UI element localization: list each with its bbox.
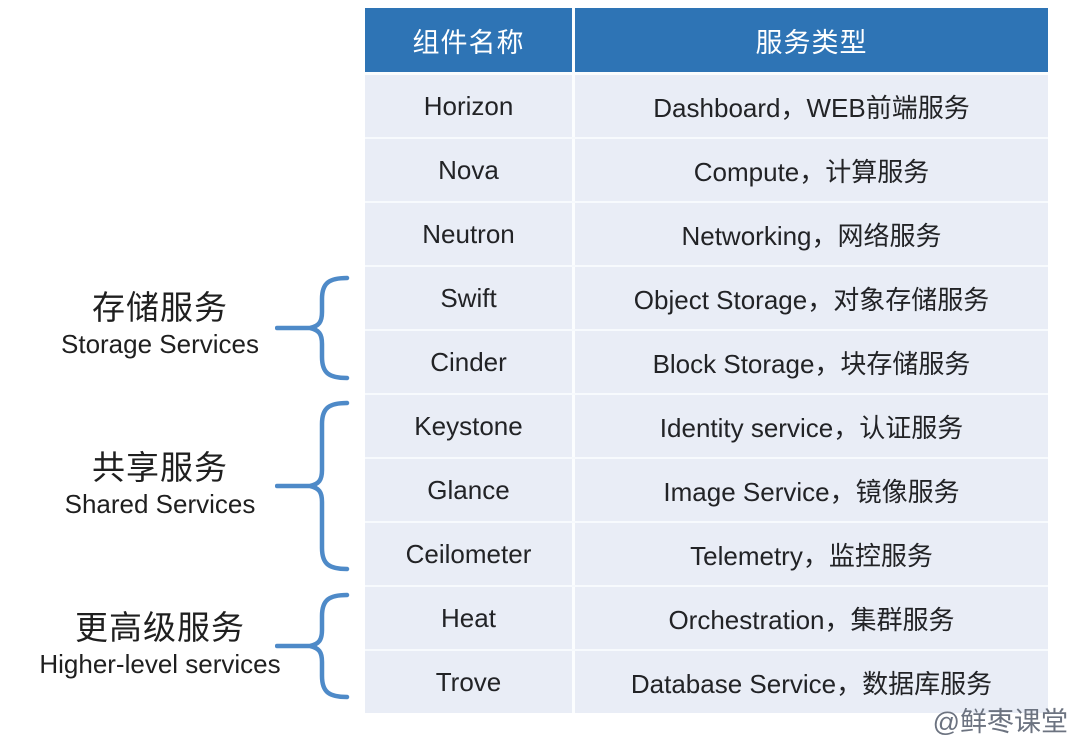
service-type: Database Service，数据库服务 bbox=[575, 651, 1048, 713]
header-component-name: 组件名称 bbox=[365, 8, 575, 72]
table-row: Neutron Networking，网络服务 bbox=[365, 203, 1048, 267]
service-type: Object Storage，对象存储服务 bbox=[575, 267, 1048, 329]
component-name: Keystone bbox=[365, 395, 575, 457]
table-row: Heat Orchestration，集群服务 bbox=[365, 587, 1048, 651]
curly-brace-storage-icon bbox=[275, 275, 350, 381]
table-row: Keystone Identity service，认证服务 bbox=[365, 395, 1048, 459]
group-subtitle: Higher-level services bbox=[39, 649, 281, 679]
openstack-services-table: 组件名称 服务类型 Horizon Dashboard，WEB前端服务 Nova… bbox=[365, 8, 1048, 713]
component-name: Ceilometer bbox=[365, 523, 575, 585]
curly-brace-shared-icon bbox=[275, 400, 350, 572]
component-name: Nova bbox=[365, 139, 575, 201]
table-row: Horizon Dashboard，WEB前端服务 bbox=[365, 75, 1048, 139]
component-name: Heat bbox=[365, 587, 575, 649]
group-subtitle: Shared Services bbox=[64, 489, 256, 519]
component-name: Swift bbox=[365, 267, 575, 329]
header-service-type: 服务类型 bbox=[575, 8, 1048, 72]
group-title: 存储服务 bbox=[92, 289, 228, 326]
group-label-higher-level: 更高级服务 Higher-level services bbox=[8, 608, 312, 680]
group-label-storage: 存储服务 Storage Services bbox=[20, 288, 300, 360]
component-name: Cinder bbox=[365, 331, 575, 393]
group-label-shared: 共享服务 Shared Services bbox=[20, 448, 300, 520]
table-header-row: 组件名称 服务类型 bbox=[365, 8, 1048, 75]
table-row: Nova Compute，计算服务 bbox=[365, 139, 1048, 203]
table-row: Ceilometer Telemetry，监控服务 bbox=[365, 523, 1048, 587]
component-name: Trove bbox=[365, 651, 575, 713]
table-row: Swift Object Storage，对象存储服务 bbox=[365, 267, 1048, 331]
service-type: Image Service，镜像服务 bbox=[575, 459, 1048, 521]
component-name: Glance bbox=[365, 459, 575, 521]
service-type: Networking，网络服务 bbox=[575, 203, 1048, 265]
component-name: Horizon bbox=[365, 75, 575, 137]
group-title: 更高级服务 bbox=[75, 609, 245, 646]
table-row: Glance Image Service，镜像服务 bbox=[365, 459, 1048, 523]
service-type: Identity service，认证服务 bbox=[575, 395, 1048, 457]
table-row: Cinder Block Storage，块存储服务 bbox=[365, 331, 1048, 395]
component-name: Neutron bbox=[365, 203, 575, 265]
group-title: 共享服务 bbox=[92, 449, 228, 486]
table-row: Trove Database Service，数据库服务 bbox=[365, 651, 1048, 713]
service-type: Compute，计算服务 bbox=[575, 139, 1048, 201]
service-type: Telemetry，监控服务 bbox=[575, 523, 1048, 585]
service-type: Dashboard，WEB前端服务 bbox=[575, 75, 1048, 137]
curly-brace-higher-icon bbox=[275, 592, 350, 700]
watermark: @鲜枣课堂 bbox=[932, 707, 1068, 737]
service-type: Orchestration，集群服务 bbox=[575, 587, 1048, 649]
service-type: Block Storage，块存储服务 bbox=[575, 331, 1048, 393]
group-subtitle: Storage Services bbox=[61, 329, 259, 359]
